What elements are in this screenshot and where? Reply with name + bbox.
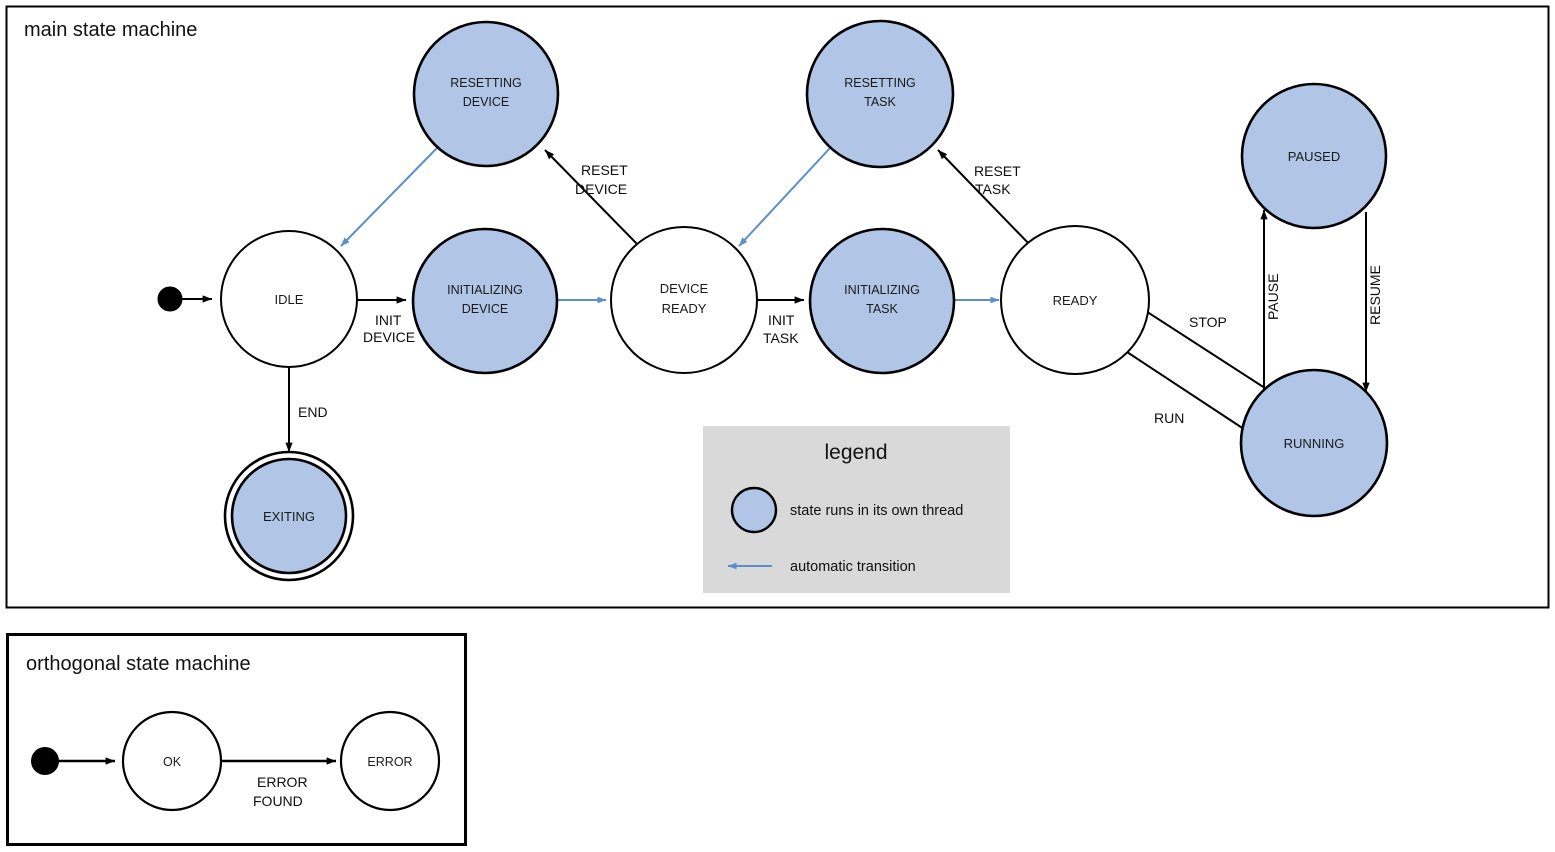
transition-label-reset-device-line2: DEVICE <box>575 181 627 197</box>
transition-idle-to-exiting: END <box>285 368 328 453</box>
state-initializing-task[interactable]: INITIALIZING TASK <box>808 227 956 375</box>
main-frame-title: main state machine <box>24 19 197 41</box>
state-label-device-ready-line1: DEVICE <box>660 281 709 296</box>
transition-paused-to-running: RESUME <box>1362 212 1383 393</box>
state-device-ready[interactable]: DEVICE READY <box>610 226 758 374</box>
state-label-ready: READY <box>1053 293 1098 308</box>
orthogonal-frame-title: orthogonal state machine <box>26 653 251 675</box>
state-label-resetting-device-line2: DEVICE <box>463 95 510 109</box>
state-idle[interactable]: IDLE <box>220 230 358 368</box>
transition-running-to-paused: PAUSE <box>1260 209 1281 392</box>
transition-ready-to-resetting-task: RESET TASK <box>937 149 1033 248</box>
state-label-resetting-task-line2: TASK <box>864 95 896 109</box>
state-label-ok: OK <box>163 755 182 769</box>
state-ready[interactable]: READY <box>1000 225 1150 375</box>
state-label-running: RUNNING <box>1284 436 1345 451</box>
legend-item-threaded-state: state runs in its own thread <box>730 486 963 534</box>
initial-state-dot[interactable] <box>157 286 183 312</box>
legend-item-automatic-transition: automatic transition <box>727 559 916 575</box>
legend-item-automatic-transition-text: automatic transition <box>790 559 916 575</box>
ortho-initial-state-dot[interactable] <box>31 747 59 775</box>
transition-ok-to-error: ERROR FOUND <box>222 757 337 809</box>
state-ok[interactable]: OK <box>121 710 223 812</box>
state-running[interactable]: RUNNING <box>1239 368 1389 518</box>
state-label-initializing-task-line1: INITIALIZING <box>844 283 920 297</box>
transition-label-pause: PAUSE <box>1265 274 1281 320</box>
state-paused[interactable]: PAUSED <box>1240 82 1388 230</box>
state-resetting-task[interactable]: RESETTING TASK <box>805 19 955 169</box>
legend-blue-circle-icon <box>730 486 778 534</box>
transition-running-to-ready: STOP <box>1137 305 1269 391</box>
transition-label-reset-task-line2: TASK <box>975 181 1011 197</box>
state-label-device-ready-line2: READY <box>662 301 707 316</box>
transition-label-reset-task-line1: RESET <box>974 163 1021 179</box>
transition-label-error-found-line2: FOUND <box>253 793 303 809</box>
legend-item-threaded-state-text: state runs in its own thread <box>790 503 963 519</box>
transition-label-run: RUN <box>1154 410 1184 426</box>
transition-label-init-task-line1: INIT <box>768 312 795 328</box>
legend: legend state runs in its own thread auto… <box>703 426 1010 593</box>
transition-label-end: END <box>298 404 328 420</box>
transition-resetting-task-to-device-ready <box>738 147 831 247</box>
transition-label-init-task-line2: TASK <box>763 330 799 346</box>
transition-device-ready-to-resetting-device: RESET DEVICE <box>544 149 642 249</box>
transition-label-init-device-line1: INIT <box>375 312 402 328</box>
state-error[interactable]: ERROR <box>339 710 441 812</box>
transition-label-error-found-line1: ERROR <box>257 774 308 790</box>
state-resetting-device[interactable]: RESETTING DEVICE <box>412 20 560 168</box>
legend-title: legend <box>824 441 887 464</box>
transition-label-reset-device-line1: RESET <box>581 162 628 178</box>
state-label-initializing-device-line2: DEVICE <box>462 302 509 316</box>
transition-label-init-device-line2: DEVICE <box>363 329 415 345</box>
state-exiting[interactable]: EXITING <box>223 450 355 582</box>
transition-label-stop: STOP <box>1189 314 1227 330</box>
transition-ready-to-running: RUN <box>1126 351 1257 438</box>
state-label-resetting-task-line1: RESETTING <box>844 76 916 90</box>
state-label-initializing-device-line1: INITIALIZING <box>447 283 523 297</box>
state-initializing-device[interactable]: INITIALIZING DEVICE <box>411 227 559 375</box>
state-label-error: ERROR <box>367 755 412 769</box>
state-label-initializing-task-line2: TASK <box>866 302 898 316</box>
state-label-resetting-device-line1: RESETTING <box>450 76 522 90</box>
transition-device-ready-to-initializing-task: INIT TASK <box>757 296 805 346</box>
transition-resetting-device-to-idle <box>340 147 438 247</box>
state-label-exiting: EXITING <box>263 509 315 524</box>
transition-label-resume: RESUME <box>1367 265 1383 325</box>
transition-idle-to-initializing-device: INIT DEVICE <box>357 296 415 345</box>
state-label-idle: IDLE <box>275 292 304 307</box>
state-label-paused: PAUSED <box>1288 149 1341 164</box>
